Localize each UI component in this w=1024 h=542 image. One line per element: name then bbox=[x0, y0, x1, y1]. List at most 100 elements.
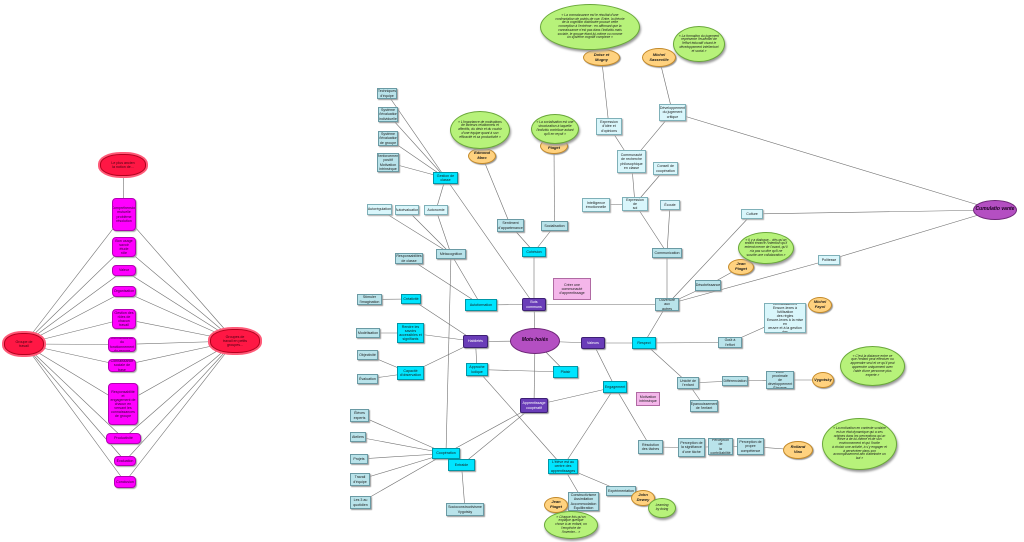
node-sys-individuel[interactable]: Système d'évaluation individuelle bbox=[378, 107, 398, 122]
node-resolution[interactable]: Résolution des tâches bbox=[638, 440, 663, 454]
node-autonomie[interactable]: Autonomie bbox=[424, 205, 448, 215]
node-gestion-classe[interactable]: Gestion de classe bbox=[433, 172, 458, 184]
node-communication[interactable]: Communication bbox=[652, 248, 682, 258]
node-autoregulation[interactable]: Autorégulation bbox=[367, 204, 392, 215]
node-creer-communaute[interactable]: Créer une communauté d'apprentissage bbox=[553, 278, 591, 300]
concept-organisation[interactable]: Organisation bbox=[112, 286, 136, 297]
cloud-piaget-top[interactable]: « La socialisation est une structuration… bbox=[531, 114, 579, 144]
node-respect[interactable]: Respect bbox=[632, 337, 656, 349]
cumulative-culture-node[interactable]: Cumulatio vante bbox=[973, 200, 1017, 220]
node-les-3[interactable]: Les 3 au quotidien bbox=[350, 496, 371, 509]
node-autoevaluation[interactable]: Autoévaluation bbox=[395, 205, 419, 215]
node-expression-idees[interactable]: Expression d'idée et d'opinions bbox=[596, 118, 622, 135]
node-engagement[interactable]: Engagement bbox=[603, 381, 627, 393]
node-ateliers[interactable]: Ateliers bbox=[350, 432, 366, 442]
node-renforcement[interactable]: Renforcement positif Motivation intrinsè… bbox=[377, 153, 399, 172]
node-eleves-experts[interactable]: Élèves experts bbox=[350, 409, 369, 422]
node-cohesion[interactable]: Cohésion bbox=[522, 247, 546, 257]
person-marc[interactable]: Edmond Marc bbox=[468, 148, 496, 164]
note-fayol[interactable]: Ensure‑lexes aux connaissances Ensure‑le… bbox=[764, 303, 806, 333]
node-ecoute[interactable]: Écoute bbox=[660, 200, 680, 210]
node-stimuler[interactable]: Stimuler l'imagination bbox=[357, 294, 382, 305]
node-gout-effort[interactable]: Goût à l'effort bbox=[718, 337, 742, 348]
concept-responsabilite[interactable]: Responsabilité et engagement de chacun e… bbox=[108, 383, 138, 425]
node-intelligence-emotionnelle[interactable]: Intelligence émotionnelle bbox=[582, 198, 610, 212]
node-sys-groupe[interactable]: Système d'évaluation de groupe bbox=[378, 131, 398, 146]
node-techniques[interactable]: Techniques d'équipe bbox=[377, 88, 397, 99]
node-sentiment-appartenance[interactable]: Sentiment d'appartenance bbox=[497, 219, 524, 232]
connector-node-respect-node-gout-effort bbox=[643, 342, 731, 344]
node-capacite-observation[interactable]: Capacité d'observation bbox=[397, 366, 424, 380]
person-vygotsky[interactable]: Vygotsky bbox=[812, 372, 834, 388]
node-eleve-centre[interactable]: L'élève est au centre des apprentissages bbox=[548, 459, 578, 474]
concept-comprehension[interactable]: Compréhension mutuelle problème résoluti… bbox=[112, 198, 136, 231]
node-expression-soi[interactable]: Expression de soi bbox=[622, 197, 648, 211]
node-developpement-jugement[interactable]: Développement du jugement critique bbox=[659, 104, 686, 121]
node-metacognition[interactable]: Métacognition bbox=[436, 249, 466, 259]
concept-valeur[interactable]: Valeur bbox=[112, 265, 136, 276]
left-cloud[interactable]: Groupe de travail bbox=[4, 333, 44, 355]
node-travail-equipe[interactable]: Travail d'équipe bbox=[350, 473, 370, 486]
node-evaluation[interactable]: Évaluation bbox=[357, 374, 378, 384]
node-entraide[interactable]: Entraide bbox=[448, 459, 475, 471]
node-objectivite[interactable]: Objectivité bbox=[357, 350, 378, 360]
node-communaute-recherche[interactable]: Communauté de recherche philosophique en… bbox=[617, 150, 646, 173]
person-sasseville[interactable]: Michel Sasseville bbox=[642, 48, 676, 67]
node-plaisir[interactable]: Plaisir bbox=[553, 366, 578, 378]
node-differenciation[interactable]: Différenciation bbox=[722, 376, 748, 386]
node-modelisation[interactable]: Modélisation bbox=[356, 328, 380, 338]
node-ouverture[interactable]: Ouverture aux autres bbox=[655, 298, 679, 311]
person-piaget-mid[interactable]: Jean Piaget bbox=[728, 259, 754, 275]
concept-evaluation[interactable]: Évaluation bbox=[114, 456, 136, 466]
node-socialisation[interactable]: Socialisation bbox=[541, 221, 568, 231]
node-cooperation[interactable]: Coopération bbox=[432, 448, 460, 459]
node-creativite[interactable]: Créativité bbox=[401, 294, 421, 304]
node-socioconstructivisme[interactable]: Socioconstructivisme Vygotsky bbox=[446, 503, 484, 516]
cloud-marc[interactable]: « L'importance de motivations de facteur… bbox=[450, 111, 510, 149]
node-politesse[interactable]: Politesse bbox=[818, 255, 840, 265]
person-piaget-bottom[interactable]: Jean Piaget bbox=[544, 497, 568, 513]
node-approche-ludique[interactable]: Approche ludique bbox=[466, 363, 488, 376]
cloud-sasseville[interactable]: « La formation du jugement représente l'… bbox=[673, 26, 725, 62]
concept-gestion-roles[interactable]: Gestion des rôles de chacun travail bbox=[112, 309, 136, 329]
cloud-doise[interactable]: « La connaissance est le résultat d'une … bbox=[540, 4, 640, 50]
person-viau[interactable]: Rolland Viau bbox=[783, 441, 813, 459]
concept-conclusion[interactable]: Conclusion bbox=[114, 476, 136, 488]
node-valeurs[interactable]: Valeurs bbox=[581, 337, 605, 349]
left-top-cloud[interactable]: Le plus ancien la notion de... bbox=[100, 154, 146, 176]
node-rendre-sens[interactable]: Rendre les savoirs accessibles et signif… bbox=[397, 323, 424, 343]
node-habiletes[interactable]: Habiletés bbox=[463, 335, 488, 348]
node-responsabilites[interactable]: Responsabilités de classe bbox=[395, 253, 423, 264]
person-doise[interactable]: Doise et Mugny bbox=[583, 49, 620, 66]
node-motivation[interactable]: Motivation intrinsèque bbox=[636, 392, 660, 406]
node-unicite[interactable]: Unicité de l'enfant bbox=[677, 377, 699, 389]
connector-node-cooperation-node-eleves-experts bbox=[359, 415, 447, 454]
node-perception-competence[interactable]: Perception de propre compétence bbox=[737, 438, 764, 455]
node-epanouissement[interactable]: Épanouissement de l'enfant bbox=[690, 400, 718, 412]
node-constructivisme[interactable]: Constructivisme Assimilation Accommodati… bbox=[568, 492, 599, 511]
cloud-viau[interactable]: « La motivation en contexte scolaire est… bbox=[822, 418, 897, 470]
node-zone-proximale[interactable]: Zone proximale de développement Étayage bbox=[766, 371, 794, 389]
right-cloud[interactable]: Groupes de travail en petits groupes... bbox=[210, 329, 260, 353]
node-buts-communs[interactable]: Buts communs bbox=[522, 298, 546, 311]
node-conseil-cooperation[interactable]: Conseil de coopération bbox=[653, 162, 678, 175]
central-node[interactable]: Mots‑hoiés bbox=[510, 328, 560, 354]
cloud-learning-doing[interactable]: Learning by doing bbox=[648, 498, 676, 518]
cloud-piaget-mid[interactable]: « Il y a dialogue... dès qu'un enfant én… bbox=[738, 232, 794, 264]
concept-productivite[interactable]: Productivité bbox=[106, 433, 141, 444]
connector-right-cloud-concept-evaluation bbox=[124, 340, 236, 462]
person-fayol[interactable]: Michel Fayol bbox=[808, 297, 832, 313]
node-perception-tache[interactable]: Perception de la signifiance d'une tâche bbox=[678, 438, 705, 457]
node-autoformation[interactable]: Autoformation bbox=[465, 299, 497, 311]
cloud-vygotsky[interactable]: « C'est la distance entre ce que l'enfan… bbox=[840, 346, 905, 386]
cloud-piaget-bottom[interactable]: « Chaque fois qu'on explique quelque cho… bbox=[544, 511, 598, 539]
concept-bon-usage[interactable]: Bon usage savoir étude rôle bbox=[112, 237, 136, 257]
node-perception-controle[interactable]: Perception de la contrôlabilité bbox=[708, 438, 733, 455]
concept-connaissance-sociale[interactable]: Connaissance sociale de base bbox=[108, 359, 136, 372]
node-projets[interactable]: Projets bbox=[350, 454, 368, 464]
concept-fonctionnement-groupe[interactable]: Connaissance du fonctionnement du groupe bbox=[108, 337, 136, 352]
connector-node-gestion-classe-node-sys-individuel bbox=[387, 114, 446, 179]
node-apprentissage-cooperatif[interactable]: Apprentissage coopératif bbox=[520, 398, 548, 413]
node-desobeissance[interactable]: Désobéissance bbox=[695, 280, 721, 291]
node-culture[interactable]: Culture bbox=[741, 209, 763, 219]
